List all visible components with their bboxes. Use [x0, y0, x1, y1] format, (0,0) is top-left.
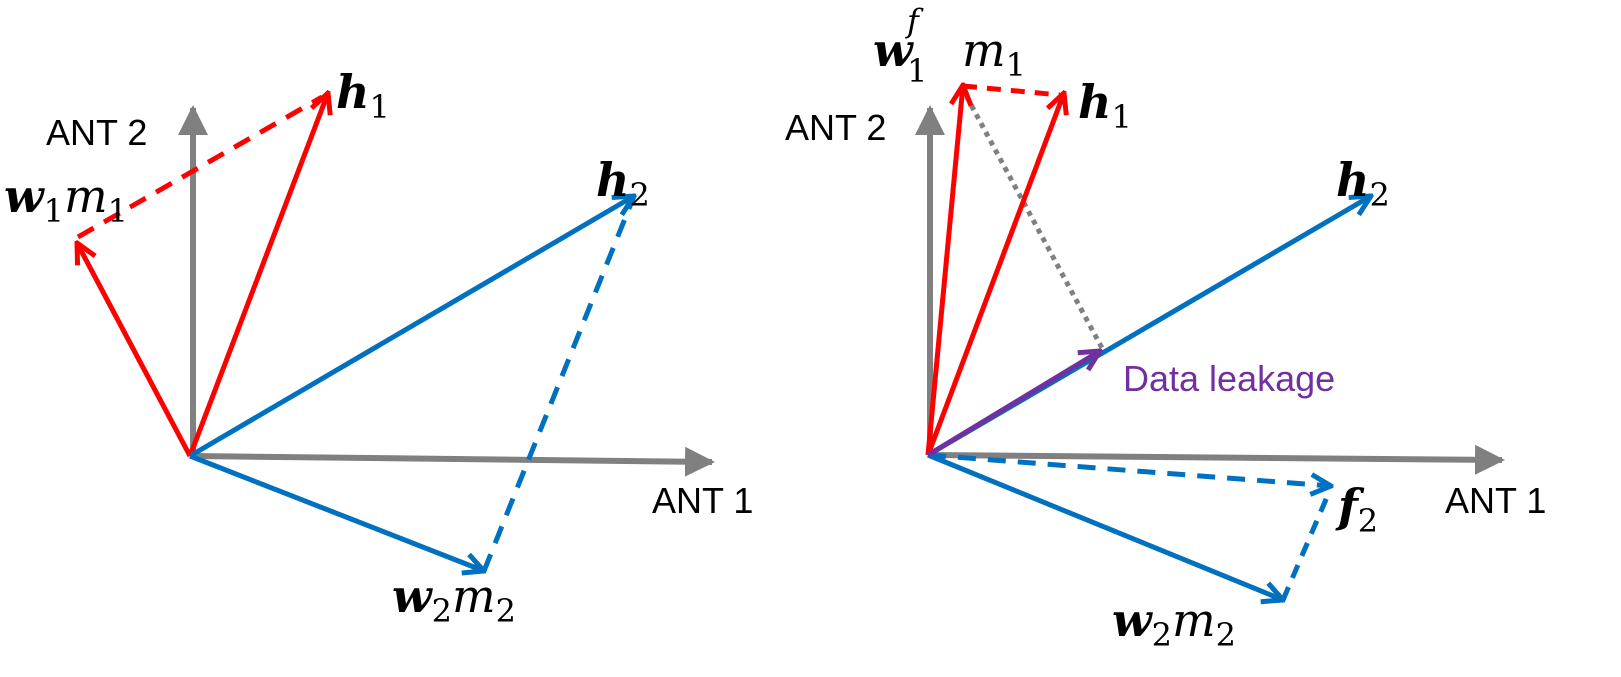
right-ant1-label: ANT 1	[1445, 480, 1546, 521]
left-w1m1-vector	[77, 243, 193, 458]
left-h2-label: h2	[596, 153, 650, 214]
right-w2m2-to-f2-dashed	[1280, 489, 1333, 601]
left-h1-vector	[187, 93, 328, 457]
left-w1m1-to-h1-dashed	[76, 94, 324, 240]
right-panel: ANT 1 ANT 2 Data leakage h1 h2 f2 w2m2	[785, 2, 1546, 654]
left-w2m2-vector	[189, 453, 484, 571]
left-w2m2-to-h2-dashed	[481, 195, 637, 572]
right-axis-ant1	[929, 444, 1505, 475]
left-w1m1-label: w1m1	[4, 169, 128, 230]
left-axis-ant1	[192, 446, 715, 477]
right-h1-label: h1	[1078, 75, 1132, 136]
right-w1fm1-m: m1	[962, 23, 1026, 84]
left-ant1-label: ANT 1	[652, 480, 753, 521]
data-leakage-label: Data leakage	[1123, 358, 1335, 399]
right-w2m2-vector	[927, 452, 1283, 600]
right-w1fm1-sub: 1	[907, 52, 927, 90]
data-leakage-vector	[926, 351, 1100, 458]
left-panel: ANT 1 ANT 2 h1 h2 w1m1 w2m2	[4, 65, 753, 630]
right-h2-label: h2	[1336, 153, 1390, 214]
left-h2-vector	[188, 196, 634, 459]
right-f2-dashed-vector	[927, 452, 1331, 486]
left-w2m2-label: w2m2	[392, 569, 516, 630]
right-h1-vector	[925, 93, 1064, 456]
right-w1fm1-vector	[925, 85, 963, 456]
left-ant2-label: ANT 2	[46, 112, 147, 153]
right-ant2-label: ANT 2	[785, 107, 886, 148]
right-w2m2-label: w2m2	[1112, 593, 1236, 654]
right-f2-label: f2	[1335, 479, 1378, 540]
right-w1fm1-to-h1-dashed	[962, 83, 1061, 98]
right-w1fm1-sup: f	[905, 2, 924, 40]
right-w1fm1-label: w	[873, 23, 914, 77]
left-h1-label: h1	[336, 65, 390, 126]
